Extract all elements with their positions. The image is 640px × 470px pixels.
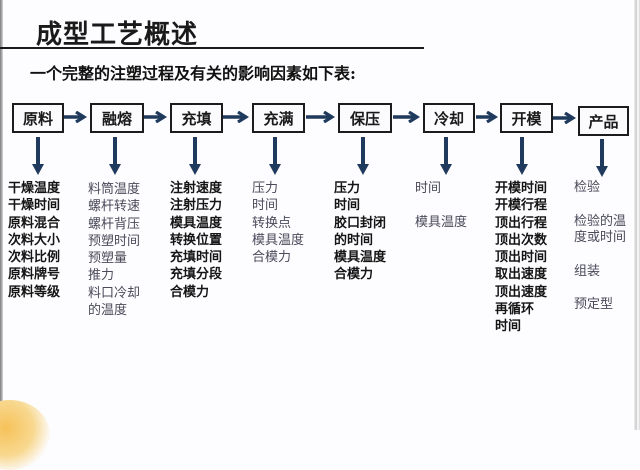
stage-label: 产品 <box>588 112 619 131</box>
stage-label: 充满 <box>263 109 294 128</box>
factor-list-filling: 注射速度 注射压力 模具温度 转换位置 充填时间 充填分段 合模力 <box>170 180 222 301</box>
factor-item: 次料比例 <box>8 250 61 266</box>
page-title: 成型工艺概述 <box>36 20 199 50</box>
factor-item: 合模力 <box>334 267 374 283</box>
down-arrow-icon <box>188 137 202 177</box>
factor-item: 原料牌号 <box>8 267 61 283</box>
factor-item: 模具温度 <box>252 232 305 248</box>
stage-box-cooling: 冷却 <box>423 103 475 133</box>
stage-box-melting: 融熔 <box>90 103 144 133</box>
stage-box-holding: 保压 <box>338 103 392 133</box>
factor-item: 检验的温 <box>574 213 627 229</box>
factor-item: 顶出行程 <box>495 215 548 231</box>
factor-item: 干燥温度 <box>8 181 61 196</box>
factor-item: 次料大小 <box>8 232 61 248</box>
factor-item: 转换点 <box>252 215 292 231</box>
factor-item: 顶出次数 <box>495 232 548 248</box>
slide-right-border <box>634 0 640 430</box>
right-arrow-icon <box>553 112 577 124</box>
factor-list-packing: 压力 时间 转换点 模具温度 合模力 <box>252 180 304 266</box>
right-arrow-icon <box>306 111 336 123</box>
right-arrow-icon <box>393 111 421 123</box>
stage-box-packing: 充满 <box>252 103 305 133</box>
factor-item: 时间 <box>252 198 279 214</box>
factor-item: 干燥时间 <box>8 198 61 214</box>
decorative-corner-shape <box>0 400 50 470</box>
right-arrow-icon <box>476 111 499 123</box>
factor-item: 充填分段 <box>170 267 223 283</box>
factor-item: 注射速度 <box>170 181 223 196</box>
factor-item <box>574 280 626 297</box>
factor-list-melting: 料筒温度 螺杆转速 螺杆背压 预塑时间 预塑量 推力 料口冷却 的温度 <box>88 181 140 319</box>
stage-box-raw-material: 原料 <box>12 103 64 133</box>
factor-item: 压力 <box>252 181 279 196</box>
factor-item: 检验 <box>574 180 601 195</box>
factor-item: 转换位置 <box>170 232 223 248</box>
factor-item: 模具温度 <box>334 250 387 266</box>
page-subtitle: 一个完整的注塑过程及有关的影响因素如下表: <box>30 64 356 83</box>
stage-box-mold-opening: 开模 <box>500 103 553 133</box>
factor-item: 预塑量 <box>88 251 128 267</box>
factor-item <box>415 197 467 214</box>
factor-item: 开模时间 <box>495 181 548 196</box>
factor-item: 推力 <box>88 268 115 284</box>
factor-item: 料口冷却 <box>88 285 141 301</box>
factor-item <box>574 197 626 214</box>
factor-item <box>574 247 626 264</box>
right-arrow-icon <box>64 111 88 123</box>
factor-item: 时间 <box>334 198 361 214</box>
factor-item: 模具温度 <box>170 215 223 231</box>
stage-label: 融熔 <box>101 109 132 128</box>
factor-item: 螺杆转速 <box>88 199 141 215</box>
factor-item: 再循环 <box>495 302 535 318</box>
right-arrow-icon <box>223 111 250 123</box>
stage-box-product: 产品 <box>578 106 629 136</box>
factor-list-holding: 压力 时间 胶口封闭 的时间 模具温度 合模力 <box>334 180 386 284</box>
title-underline <box>0 47 424 49</box>
factor-item: 原料等级 <box>8 284 61 300</box>
down-arrow-icon <box>31 137 45 177</box>
down-arrow-icon <box>356 137 370 177</box>
down-arrow-icon <box>515 137 529 177</box>
factor-item: 原料混合 <box>8 215 61 231</box>
stage-label: 保压 <box>349 109 380 128</box>
factor-item: 开模行程 <box>495 198 548 214</box>
factor-list-product: 检验 检验的温 度或时间 组装 预定型 <box>574 180 626 314</box>
factor-item: 胶口封闭 <box>334 215 387 231</box>
factor-item: 料筒温度 <box>88 182 141 197</box>
factor-item: 时间 <box>415 181 442 196</box>
factor-item: 顶出速度 <box>495 284 548 300</box>
factor-list-cooling: 时间 模具温度 <box>415 180 467 232</box>
stage-box-filling: 充填 <box>170 103 223 133</box>
stage-label: 开模 <box>511 109 542 128</box>
factor-list-raw-material: 干燥温度 干燥时间 原料混合 次料大小 次料比例 原料牌号 原料等级 <box>8 180 60 301</box>
factor-item: 压力 <box>334 181 361 196</box>
factor-item: 充填时间 <box>170 250 223 266</box>
factor-item: 顶出时间 <box>495 250 548 266</box>
factor-item: 组装 <box>574 263 601 279</box>
down-arrow-icon <box>268 137 282 177</box>
factor-item: 预塑时间 <box>88 233 141 249</box>
factor-list-mold-opening: 开模时间 开模行程 顶出行程 顶出次数 顶出时间 取出速度 顶出速度 再循环 时… <box>495 180 547 336</box>
factor-item: 模具温度 <box>415 215 468 231</box>
stage-label: 充填 <box>181 109 212 128</box>
factor-item: 的时间 <box>334 232 374 248</box>
factor-item: 时间 <box>495 319 522 335</box>
stage-label: 原料 <box>22 109 53 128</box>
slide-left-border <box>0 0 3 430</box>
factor-item: 的温度 <box>88 303 128 319</box>
down-arrow-icon <box>595 139 609 179</box>
factor-item: 合模力 <box>170 284 210 300</box>
factor-item: 合模力 <box>252 250 292 266</box>
down-arrow-icon <box>439 137 453 177</box>
factor-item: 度或时间 <box>574 230 627 245</box>
stage-label: 冷却 <box>433 109 464 128</box>
factor-item: 取出速度 <box>495 267 548 283</box>
factor-item: 注射压力 <box>170 198 223 214</box>
factor-item: 预定型 <box>574 297 614 312</box>
factor-item: 螺杆背压 <box>88 216 141 232</box>
down-arrow-icon <box>108 137 122 177</box>
right-arrow-icon <box>144 111 168 123</box>
